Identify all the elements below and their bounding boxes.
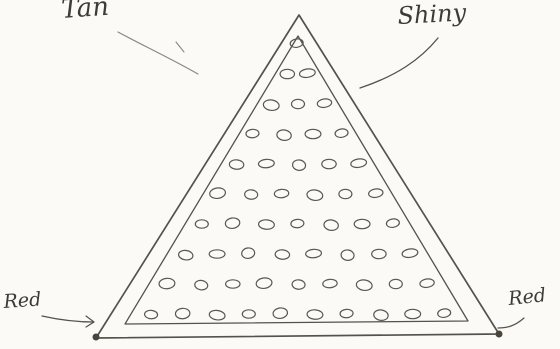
tan-pointer-tick — [176, 42, 184, 52]
red-right-arrow — [498, 318, 524, 328]
peg-oval — [280, 69, 294, 78]
peg-oval — [402, 248, 419, 259]
peg-oval — [242, 310, 255, 318]
peg-oval — [322, 279, 337, 288]
peg-oval — [368, 188, 383, 198]
peg-oval — [194, 280, 208, 291]
peg-oval — [305, 249, 321, 258]
peg-oval — [275, 249, 290, 259]
peg-oval — [159, 278, 175, 289]
peg-oval — [339, 189, 352, 198]
peg-oval — [225, 217, 241, 229]
peg-oval — [229, 159, 244, 169]
label-red-left: Red — [2, 288, 42, 313]
peg-oval — [299, 68, 316, 79]
peg-oval — [354, 219, 370, 228]
peg-oval — [389, 279, 402, 288]
peg-oval — [292, 99, 305, 108]
peg-oval — [437, 308, 451, 318]
inner-triangle — [125, 36, 468, 324]
tan-pointer — [118, 32, 198, 74]
red-corner-left — [93, 334, 100, 341]
peg-oval — [276, 129, 292, 141]
peg-oval — [258, 159, 274, 168]
peg-oval — [292, 159, 306, 171]
peg-oval — [307, 309, 323, 319]
peg-grid — [144, 38, 451, 321]
peg-oval — [372, 249, 386, 258]
peg-oval — [373, 309, 389, 321]
peg-oval — [272, 307, 288, 319]
peg-oval — [323, 219, 339, 231]
peg-oval — [178, 250, 194, 261]
peg-oval — [386, 218, 400, 228]
label-red-right: Red — [506, 284, 547, 310]
peg-oval — [209, 309, 226, 321]
peg-oval — [306, 189, 323, 201]
label-shiny: Shiny — [397, 0, 467, 30]
peg-oval — [258, 219, 274, 229]
peg-oval — [405, 309, 421, 318]
peg-oval — [350, 158, 367, 169]
peg-oval — [292, 279, 306, 289]
peg-oval — [356, 279, 373, 291]
peg-oval — [195, 220, 208, 228]
peg-oval — [305, 129, 321, 138]
peg-oval — [209, 187, 226, 199]
peg-oval — [256, 277, 273, 289]
peg-oval — [175, 308, 190, 319]
peg-oval — [335, 128, 349, 138]
red-corner-right — [496, 331, 503, 338]
peg-oval — [241, 247, 255, 259]
peg-oval — [226, 280, 240, 288]
label-tan: Tan — [60, 0, 110, 25]
peg-oval — [340, 249, 354, 261]
shiny-pointer — [360, 38, 438, 88]
peg-oval — [291, 219, 305, 228]
peg-oval — [317, 98, 332, 108]
peg-oval — [246, 129, 260, 138]
peg-oval — [244, 189, 258, 199]
peg-oval — [263, 99, 280, 111]
peg-oval — [322, 159, 336, 168]
peg-oval — [144, 310, 158, 319]
peg-oval — [419, 278, 434, 288]
peg-oval — [274, 189, 289, 198]
peg-oval — [340, 309, 354, 318]
peg-oval — [209, 250, 225, 258]
